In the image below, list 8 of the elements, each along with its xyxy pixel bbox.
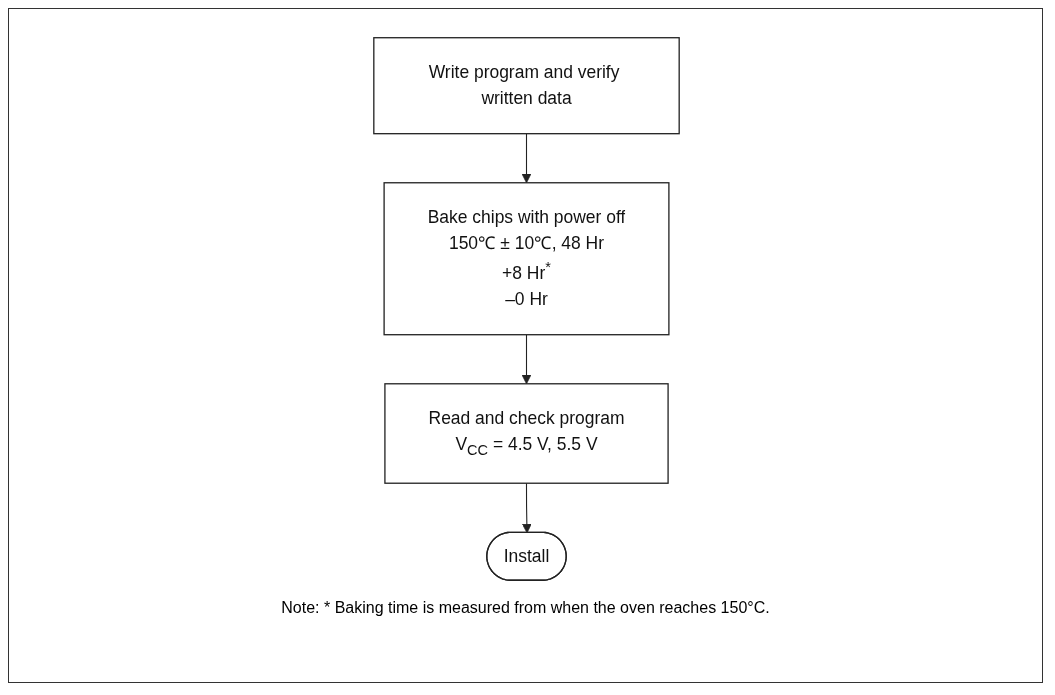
note-text: Note: * Baking time is measured from when the oven reaches 150°C. bbox=[280, 599, 771, 617]
process-box: Bake chips with power off 150℃ ± 10℃, 48 Hr +8 Hr$^{*}$ –0 Hr bbox=[383, 182, 670, 336]
arrow bbox=[521, 334, 532, 385]
process-box: Read and check program V$_{CC}$ = 4.5 V, 5.5 V bbox=[384, 383, 669, 484]
process-box: Write program and verify written data bbox=[373, 37, 680, 135]
arrow bbox=[521, 133, 532, 184]
terminal-box: Install bbox=[486, 531, 567, 581]
arrow bbox=[522, 482, 532, 534]
